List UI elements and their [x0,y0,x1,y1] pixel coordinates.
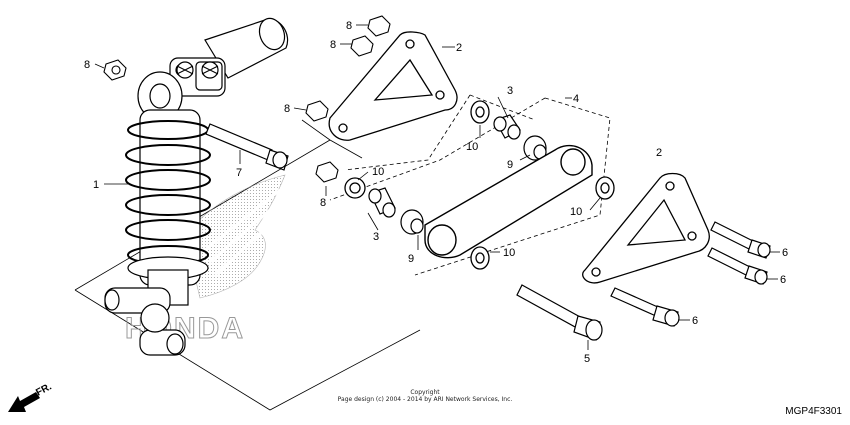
front-direction-arrow: FR. [8,381,54,412]
callout-7: 7 [236,167,242,179]
dust-seal-10-b[interactable] [344,177,366,199]
shock-absorber[interactable] [104,15,289,356]
callout-10b: 10 [372,166,384,178]
bolt-5[interactable] [516,284,603,341]
callout-8b: 8 [346,20,352,32]
callout-9b: 9 [408,253,414,265]
callout-3b: 3 [373,231,379,243]
callout-8a: 8 [84,59,90,71]
nut-8-top-2[interactable] [350,35,374,57]
nut-8-top-1[interactable] [367,15,391,37]
adjuster-knob-2 [176,61,194,79]
callout-9a: 9 [507,159,513,171]
nut-8-mid[interactable] [305,100,329,122]
dust-seal-10-d[interactable] [470,246,490,270]
callout-1: 1 [93,179,99,191]
dust-seal-10-a[interactable] [470,100,490,124]
collar-group-outline [344,94,536,171]
dust-seal-10-c[interactable] [595,176,615,200]
copyright-notice: Copyright Page design (c) 2004 - 2014 by… [300,389,550,403]
bearing-9-upper[interactable] [523,135,547,161]
callout-4: 4 [573,93,579,105]
honda-wing-watermark [184,174,286,299]
callout-6b: 6 [780,274,786,286]
bearing-9-lower[interactable] [400,209,424,235]
callout-5: 5 [584,353,590,365]
callout-6c: 6 [692,315,698,327]
copyright-line-1: Copyright [410,389,440,396]
callout-8d: 8 [284,103,290,115]
bracket-2-lower[interactable] [582,172,710,284]
nut-8-left[interactable] [103,59,127,81]
link-assembly-outline [329,97,611,276]
callout-8c: 8 [330,39,336,51]
leader-lines [94,24,780,350]
bolt-6-lower[interactable] [610,287,680,327]
fr-label: FR. [34,381,54,398]
callout-10c: 10 [570,206,582,218]
adjuster-knob-1 [201,61,219,79]
nut-8-lower[interactable] [315,161,339,183]
callout-3a: 3 [507,85,513,97]
callout-2a: 2 [456,42,462,54]
callout-6a: 6 [782,247,788,259]
callout-2b: 2 [656,147,662,159]
bracket-2-upper[interactable] [328,31,458,141]
callout-8e: 8 [320,197,326,209]
copyright-line-2: Page design (c) 2004 - 2014 by ARI Netwo… [337,396,513,403]
bolt-6-middle[interactable] [707,247,768,285]
diagram-code: MGP4F3301 [785,406,842,417]
connecting-link-arm[interactable] [424,145,593,259]
bolt-7[interactable] [205,123,289,171]
callout-10a: 10 [466,141,478,153]
callout-10d: 10 [503,247,515,259]
collar-3-lower[interactable] [368,187,396,218]
collar-3-upper[interactable] [493,114,521,140]
bolt-6-upper[interactable] [710,221,771,259]
